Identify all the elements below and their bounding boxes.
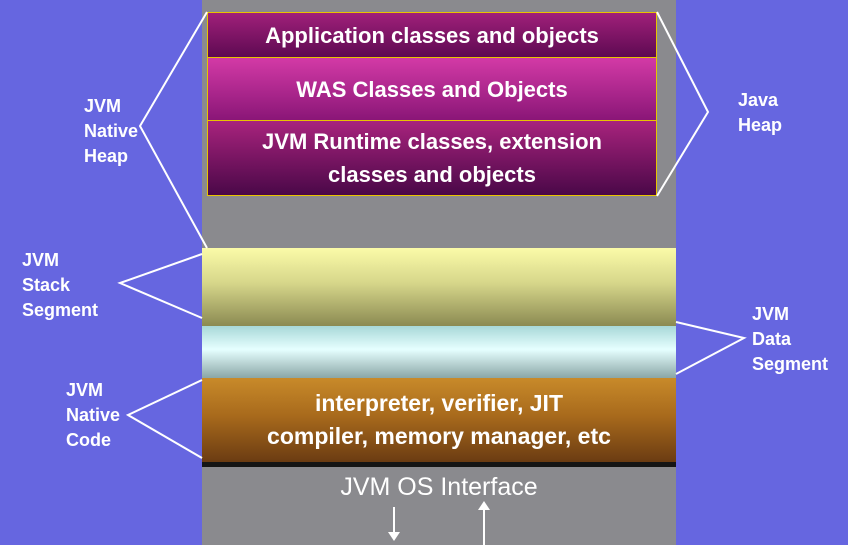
label-line: JVM bbox=[84, 96, 122, 116]
label-line: JVM bbox=[66, 380, 104, 400]
data-segment-block bbox=[202, 326, 676, 378]
native-code-line2: compiler, memory manager, etc bbox=[267, 423, 611, 449]
bracket-native-heap bbox=[138, 11, 208, 249]
label-line: Segment bbox=[22, 300, 99, 320]
arrow-down-icon bbox=[388, 532, 400, 541]
application-classes-label: Application classes and objects bbox=[265, 22, 599, 48]
label-line: JVM bbox=[752, 304, 790, 324]
os-interface-block: JVM OS Interface bbox=[202, 467, 676, 507]
was-classes-label: WAS Classes and Objects bbox=[296, 76, 568, 102]
label-line: Segment bbox=[752, 354, 829, 374]
bracket-stack-segment bbox=[117, 253, 203, 319]
jvm-runtime-label-line2: classes and objects bbox=[328, 162, 536, 187]
native-code-block: interpreter, verifier, JIT compiler, mem… bbox=[202, 378, 676, 462]
bracket-java-heap bbox=[656, 11, 710, 197]
label-jvm-stack-segment: JVM Stack Segment bbox=[22, 248, 98, 323]
label-line: Native bbox=[66, 405, 121, 425]
label-line: Data bbox=[752, 329, 792, 349]
os-interface-divider bbox=[202, 462, 676, 467]
jvm-runtime-classes-box: JVM Runtime classes, extension classes a… bbox=[207, 120, 657, 196]
label-line: Stack bbox=[22, 275, 71, 295]
label-jvm-native-code: JVM Native Code bbox=[66, 378, 120, 453]
label-jvm-data-segment: JVM Data Segment bbox=[752, 302, 828, 377]
label-line: Native bbox=[84, 121, 139, 141]
label-line: Heap bbox=[84, 146, 129, 166]
os-interface-label: JVM OS Interface bbox=[340, 472, 538, 501]
label-line: JVM bbox=[22, 250, 60, 270]
native-code-line1: interpreter, verifier, JIT bbox=[314, 390, 563, 416]
arrow-up-icon bbox=[478, 501, 490, 510]
was-classes-box: WAS Classes and Objects bbox=[207, 57, 657, 121]
label-jvm-native-heap: JVM Native Heap bbox=[84, 94, 138, 169]
label-java-heap: Java Heap bbox=[738, 88, 782, 138]
label-line: Heap bbox=[738, 115, 783, 135]
label-line: Code bbox=[66, 430, 111, 450]
label-line: Java bbox=[738, 90, 779, 110]
stack-segment-block bbox=[202, 248, 676, 326]
application-classes-box: Application classes and objects bbox=[207, 12, 657, 58]
bracket-data-segment bbox=[675, 321, 747, 375]
jvm-runtime-label-line1: JVM Runtime classes, extension bbox=[262, 129, 602, 154]
bracket-native-code bbox=[125, 379, 203, 459]
